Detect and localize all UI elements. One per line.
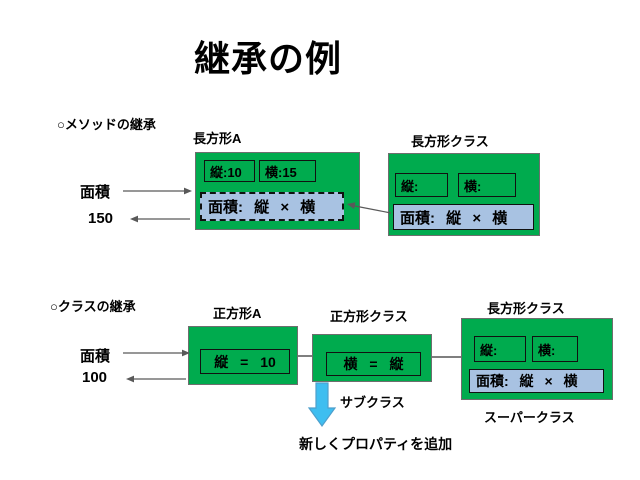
square-class-label: 正方形クラス bbox=[330, 309, 408, 324]
rectangle-a-field-yoko: 横:15 bbox=[259, 160, 316, 182]
square-class-field: 横 = 縦 bbox=[326, 352, 421, 376]
rectangle-class-field-tate: 縦: bbox=[395, 173, 448, 197]
rectangle-class-2-method: 面積: 縦 × 横 bbox=[469, 369, 604, 393]
class-inheritance-heading: ○クラスの継承 bbox=[50, 299, 136, 314]
area-result-value-1: 150 bbox=[88, 210, 114, 227]
square-a-label: 正方形A bbox=[213, 306, 262, 321]
slide-title: 継承の例 bbox=[194, 38, 343, 79]
rectangle-class-field-yoko: 横: bbox=[458, 173, 516, 197]
subclass-down-arrow-icon bbox=[307, 382, 337, 428]
rectangle-class-box: 縦: 横: 面積: 縦 × 横 bbox=[388, 153, 540, 236]
rectangle-a-label: 長方形A bbox=[193, 131, 242, 146]
rectangle-a-field-tate: 縦:10 bbox=[204, 160, 255, 182]
rectangle-class-label: 長方形クラス bbox=[411, 134, 489, 149]
rectangle-class-2-field-tate: 縦: bbox=[474, 336, 526, 362]
area-request-label-2: 面積 bbox=[80, 348, 111, 365]
return-arrow-head-2 bbox=[126, 375, 134, 383]
call-arrow-head-1 bbox=[184, 187, 192, 195]
method-inheritance-heading: ○メソッドの継承 bbox=[57, 117, 156, 132]
area-request-label-1: 面積 bbox=[80, 184, 111, 201]
superclass-label: スーパークラス bbox=[484, 410, 575, 425]
square-a-box: 縦 = 10 bbox=[188, 326, 298, 385]
rectangle-a-box: 縦:10 横:15 面積: 縦 × 横 bbox=[195, 152, 360, 230]
square-class-box: 横 = 縦 bbox=[312, 334, 432, 382]
new-property-note: 新しくプロパティを追加 bbox=[299, 436, 453, 452]
subclass-label: サブクラス bbox=[340, 395, 405, 410]
return-arrow-head-1 bbox=[130, 215, 138, 223]
rectangle-class-2-box: 縦: 横: 面積: 縦 × 横 bbox=[461, 318, 613, 400]
rectangle-class-method: 面積: 縦 × 横 bbox=[393, 204, 534, 230]
area-result-value-2: 100 bbox=[82, 369, 108, 386]
square-a-field: 縦 = 10 bbox=[200, 349, 290, 374]
rectangle-class-2-label: 長方形クラス bbox=[487, 301, 565, 316]
rectangle-a-method: 面積: 縦 × 横 bbox=[200, 192, 344, 221]
rectangle-class-2-field-yoko: 横: bbox=[532, 336, 578, 362]
